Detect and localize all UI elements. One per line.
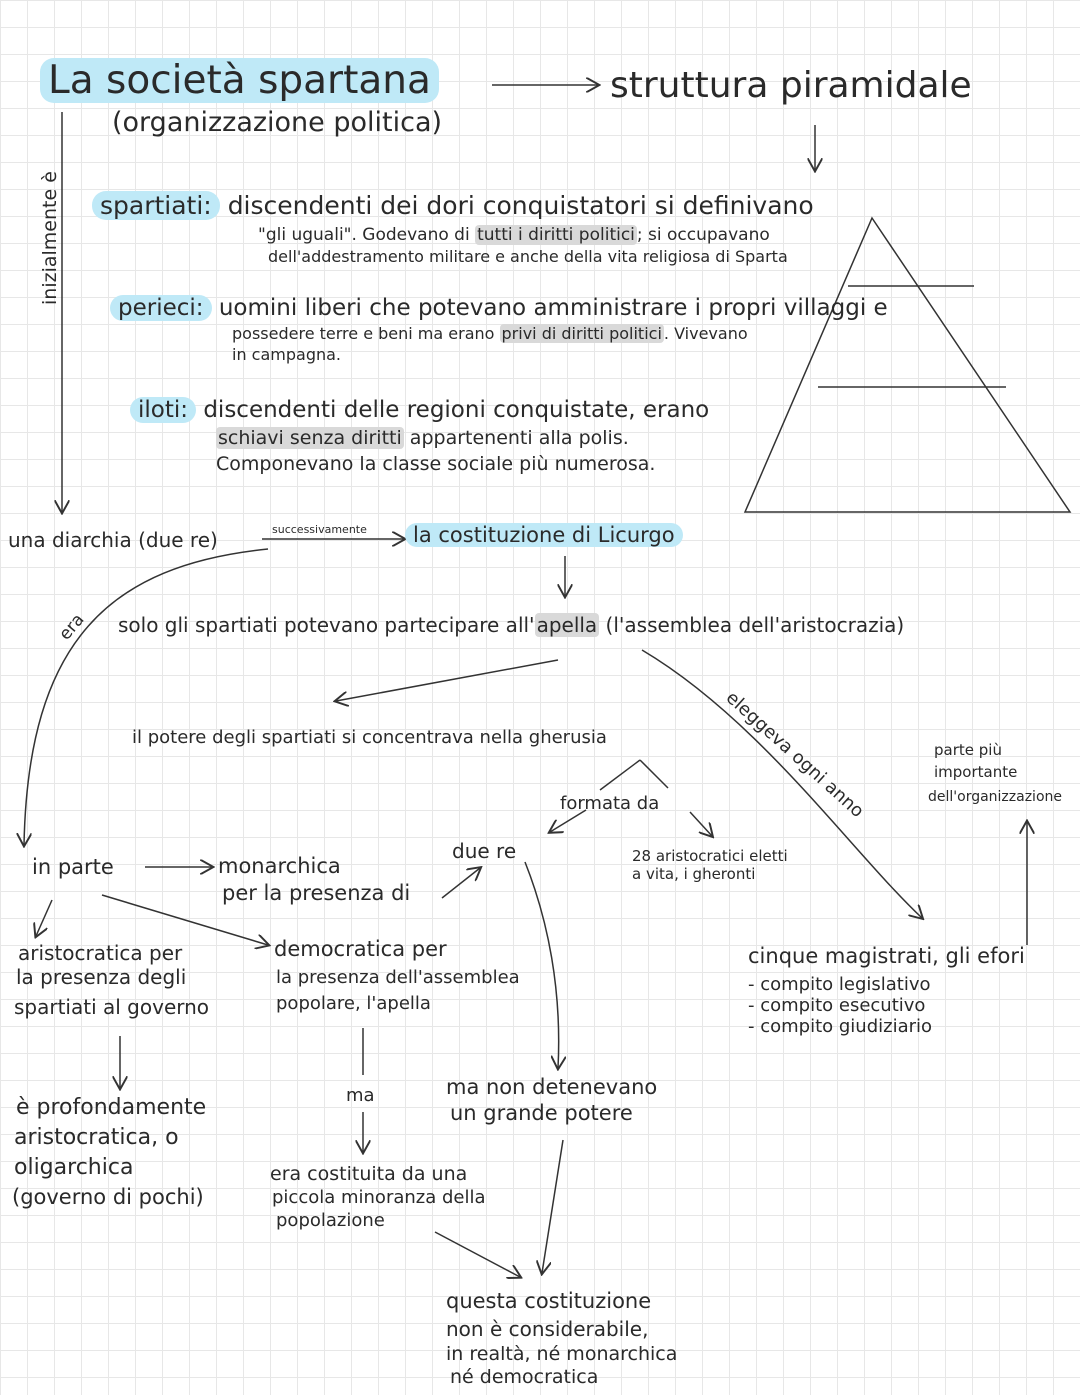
class-perieci-row: perieci: uomini liberi che potevano ammi… <box>110 295 888 321</box>
iloti-desc-2: schiavi senza diritti appartenenti alla … <box>216 427 629 449</box>
aristocratica-1: aristocratica per <box>18 941 183 965</box>
formata-da-label: formata da <box>560 793 660 814</box>
spartiati-desc-3: dell'addestramento militare e anche dell… <box>268 247 788 266</box>
due-re-label: due re <box>452 839 517 863</box>
efori-item-1: - compito legislativo <box>748 974 931 995</box>
monarchica-2: per la presenza di <box>222 881 411 905</box>
minoranza-1: era costituita da una <box>270 1163 468 1185</box>
side-label: inizialmente è <box>39 171 61 305</box>
iloti-desc-1: discendenti delle regioni conquistate, e… <box>203 397 710 423</box>
non-potere-2: un grande potere <box>450 1101 633 1125</box>
iloti-name: iloti: <box>130 397 197 423</box>
spartiati-desc-1: discendenti dei dori conquistatori si de… <box>227 191 814 220</box>
aristocratica-2: la presenza degli <box>16 965 187 989</box>
efori-item-2: - compito esecutivo <box>748 995 926 1016</box>
oligarchica-1: è profondamente <box>16 1095 207 1120</box>
page-subtitle: (organizzazione politica) <box>112 107 443 138</box>
conclusione-2: non è considerabile, <box>446 1317 649 1341</box>
monarchica-1: monarchica <box>218 854 341 878</box>
successivamente-label: successivamente <box>272 523 367 536</box>
parte-piu-1: parte più <box>934 741 1002 759</box>
aristocratica-3: spartiati al governo <box>14 995 210 1019</box>
efori-title: cinque magistrati, gli efori <box>748 944 1025 968</box>
gherusia-label: il potere degli spartiati si concentrava… <box>132 727 607 748</box>
perieci-desc-1: uomini liberi che potevano amministrare … <box>218 295 888 321</box>
minoranza-3: popolazione <box>276 1210 385 1231</box>
conclusione-3: in realtà, né monarchica <box>446 1343 678 1365</box>
perieci-desc-3: in campagna. <box>232 345 342 364</box>
spartiati-desc-2: "gli uguali". Godevano di tutti i diritt… <box>258 225 770 245</box>
non-potere-1: ma non detenevano <box>446 1075 658 1099</box>
democratica-1: democratica per <box>274 937 447 961</box>
gheronti-1: 28 aristocratici eletti <box>632 847 788 865</box>
oligarchica-4: (governo di pochi) <box>12 1185 204 1209</box>
perieci-name: perieci: <box>110 295 212 321</box>
ma-label: ma <box>346 1085 375 1106</box>
conclusione-4: né democratica <box>450 1366 599 1388</box>
costituzione-label: la costituzione di Licurgo <box>405 523 683 547</box>
oligarchica-2: aristocratica, o <box>14 1125 179 1150</box>
parte-piu-3: dell'organizzazione <box>928 789 1062 805</box>
conclusione-1: questa costituzione <box>446 1289 652 1313</box>
spartiati-name: spartiati: <box>92 191 220 220</box>
efori-item-3: - compito giudiziario <box>748 1016 933 1037</box>
struttura-label: struttura piramidale <box>610 65 972 106</box>
oligarchica-3: oligarchica <box>14 1155 134 1180</box>
class-spartiati-row: spartiati: discendenti dei dori conquist… <box>92 191 814 220</box>
apella-line: solo gli spartiati potevano partecipare … <box>118 613 905 637</box>
perieci-desc-2: possedere terre e beni ma erano privi di… <box>232 324 748 343</box>
class-iloti-row: iloti: discendenti delle regioni conquis… <box>130 397 710 423</box>
minoranza-2: piccola minoranza della <box>272 1187 486 1208</box>
page-title: La società spartana <box>40 58 439 103</box>
democratica-2: la presenza dell'assemblea <box>276 967 520 988</box>
gheronti-2: a vita, i gheronti <box>632 865 756 883</box>
diarchia-label: una diarchia (due re) <box>8 528 218 552</box>
iloti-desc-3: Componevano la classe sociale più numero… <box>216 453 656 475</box>
in-parte-label: in parte <box>32 855 114 879</box>
parte-piu-2: importante <box>934 763 1018 781</box>
democratica-3: popolare, l'apella <box>276 993 431 1014</box>
